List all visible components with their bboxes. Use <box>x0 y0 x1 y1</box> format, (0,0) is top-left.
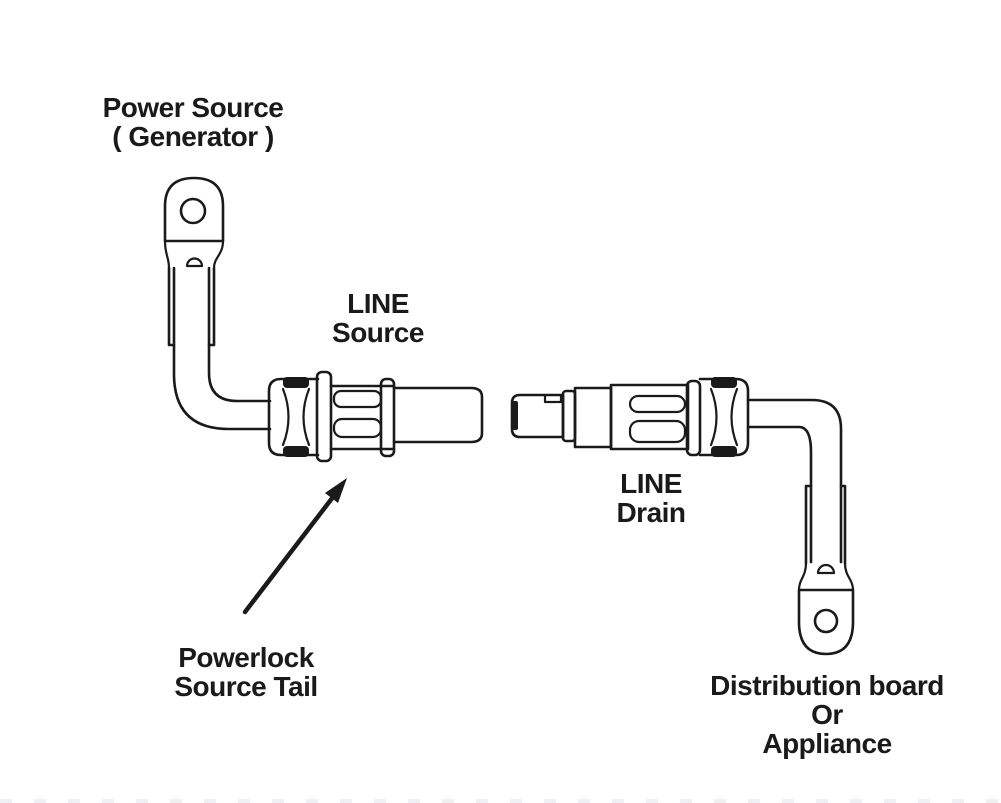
housing-slot-lower <box>628 419 687 444</box>
line-drain-connector <box>510 377 750 457</box>
drain-tail-cable <box>746 398 843 564</box>
power-source-line1: Power Source <box>102 92 284 123</box>
cable-inner-edge <box>746 425 813 564</box>
contact-tip-latch-notch <box>543 394 563 404</box>
lug-crimp-barrel-left <box>167 266 176 347</box>
gland-nut-facet-curve-left <box>281 387 290 447</box>
lug-crimp-barrel-left <box>804 484 813 565</box>
arrow-head <box>325 478 347 503</box>
powerlock-source-tail-label: Powerlock Source Tail <box>126 643 366 701</box>
powerlock-tail-line2: Source Tail <box>174 671 318 702</box>
distribution-line3: Appliance <box>762 728 892 759</box>
ribbed-housing <box>609 383 690 451</box>
cable-outer-edge <box>746 398 843 564</box>
lug-shoulder-right <box>843 561 855 592</box>
lug-palm <box>797 588 855 656</box>
lug-crimp-barrel-right <box>207 266 216 347</box>
gland-nut-bottom-facet <box>711 446 737 457</box>
pointer-arrow <box>242 478 347 615</box>
generator-lug-terminal <box>163 176 225 347</box>
power-source-label: Power Source ( Generator ) <box>43 93 343 151</box>
gland-nut-facet-curve-right <box>730 387 739 447</box>
lug-shoulder-left <box>797 561 808 592</box>
gland-nut-body <box>698 377 750 457</box>
cable-inner-edge <box>207 266 272 403</box>
gland-nut-top-facet <box>283 377 309 388</box>
distribution-lug-terminal <box>797 484 855 656</box>
distribution-line1: Distribution board <box>710 670 944 701</box>
lug-shoulder-left <box>163 239 171 270</box>
connector-flange <box>685 379 702 457</box>
line-source-connector <box>267 370 484 463</box>
connector-flange <box>315 370 333 463</box>
gland-nut-top-facet <box>711 377 737 388</box>
housing-slot-lower <box>332 417 383 439</box>
lug-inspection-notch <box>185 257 204 268</box>
source-tail-cable <box>172 266 272 431</box>
line-drain-line2: Drain <box>616 497 686 528</box>
power-source-line2: ( Generator ) <box>112 121 274 152</box>
lug-bolt-hole <box>179 197 207 225</box>
lug-shoulder-right <box>212 239 225 270</box>
gland-nut-facet-curve-left <box>709 387 718 447</box>
cropped-text-artifact <box>0 799 1001 803</box>
lug-palm <box>163 176 225 243</box>
line-source-line2: Source <box>332 317 424 348</box>
tip-collar <box>561 389 577 443</box>
line-drain-label: LINE Drain <box>551 469 751 527</box>
line-source-label: LINE Source <box>278 289 478 347</box>
connector-collar <box>379 377 396 458</box>
gland-nut-facet-curve-right <box>302 387 311 447</box>
cable-outer-edge <box>172 266 272 431</box>
gland-nut-bottom-facet <box>283 446 309 457</box>
housing-slot-upper <box>332 389 383 409</box>
mating-sleeve <box>392 386 484 444</box>
lug-crimp-barrel-right <box>839 484 847 565</box>
arrow-shaft <box>242 494 336 615</box>
gland-nut-body <box>267 377 320 457</box>
powerlock-tail-line1: Powerlock <box>178 642 314 673</box>
line-source-line1: LINE <box>347 288 409 319</box>
distribution-board-label: Distribution board Or Appliance <box>667 671 987 758</box>
contact-tip <box>510 393 565 439</box>
contact-tip-shaded-face <box>512 401 518 430</box>
connector-body <box>573 386 613 449</box>
line-drain-line1: LINE <box>620 468 682 499</box>
lug-bolt-hole <box>813 608 839 634</box>
distribution-line2: Or <box>811 699 843 730</box>
lug-inspection-notch <box>816 563 836 575</box>
housing-slot-upper <box>628 394 687 414</box>
